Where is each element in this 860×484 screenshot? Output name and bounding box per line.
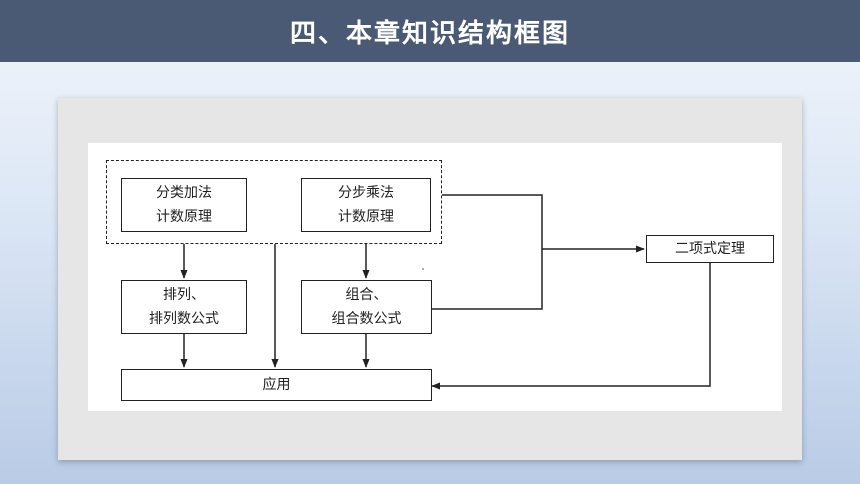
addition-principle-box: 分类加法 计数原理 <box>121 178 247 232</box>
binomial-theorem-box: 二项式定理 <box>646 235 774 263</box>
combination-box: 组合、 组合数公式 <box>301 280 432 334</box>
edge-combination-to-bracket <box>432 249 543 310</box>
page-title: 四、本章知识结构框图 <box>289 18 570 49</box>
scan-speck <box>422 268 424 270</box>
diagram-connectors <box>180 194 711 390</box>
edge-multiplication-to-bracket <box>442 194 543 249</box>
multiplication-principle-box: 分步乘法 计数原理 <box>301 178 431 232</box>
title-bar: 四、本章知识结构框图 <box>0 0 860 62</box>
edge-binomial-to-application <box>431 262 711 390</box>
knowledge-structure-diagram: 分类加法 计数原理 分步乘法 计数原理 排列、 排列数公式 组合、 组合数公式 … <box>88 143 782 411</box>
counting-principles-group <box>106 160 442 244</box>
application-box: 应用 <box>121 369 432 401</box>
permutation-box: 排列、 排列数公式 <box>121 280 247 334</box>
